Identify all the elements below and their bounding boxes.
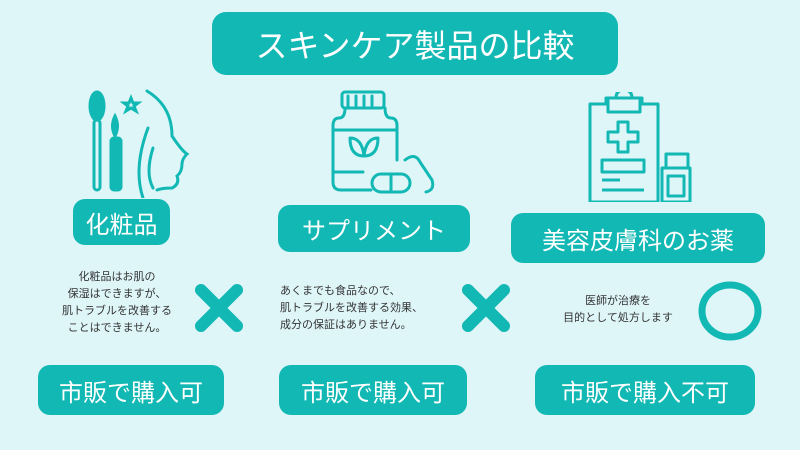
desc-line: 肌トラブルを改善する効果、 bbox=[280, 301, 423, 314]
cross-icon bbox=[462, 284, 510, 332]
desc-line: 目的として処方します bbox=[563, 311, 673, 324]
desc-line: ことはできません。 bbox=[67, 321, 167, 334]
desc-line: 肌トラブルを改善する bbox=[62, 304, 172, 317]
medical-clipboard-icon bbox=[588, 92, 692, 202]
category-label-dermatology-medicine: 美容皮膚科のお薬 bbox=[511, 213, 765, 263]
availability-dermatology: 市販で購入不可 bbox=[535, 365, 755, 415]
desc-line: 化粧品はお肌の bbox=[78, 270, 156, 283]
category-label-supplements: サプリメント bbox=[278, 205, 470, 252]
availability-supplements: 市販で購入可 bbox=[279, 365, 467, 415]
supplement-bottle-icon bbox=[331, 90, 435, 194]
makeup-face-icon bbox=[88, 89, 190, 198]
description-cosmetics: 化粧品はお肌の 保湿はできますが、 肌トラブルを改善する ことはできません。 bbox=[52, 268, 182, 336]
desc-line: あくまでも食品なので、 bbox=[280, 284, 401, 297]
description-dermatology: 医師が治療を 目的として処方します bbox=[548, 292, 688, 326]
description-supplements: あくまでも食品なので、 肌トラブルを改善する効果、 成分の保証はありません。 bbox=[280, 282, 423, 333]
availability-cosmetics: 市販で購入可 bbox=[38, 365, 224, 415]
category-label-cosmetics: 化粧品 bbox=[73, 199, 170, 245]
cross-icon bbox=[195, 284, 243, 332]
desc-line: 成分の保証はありません。 bbox=[280, 318, 412, 331]
desc-line: 保湿はできますが、 bbox=[67, 287, 167, 300]
page-title: スキンケア製品の比較 bbox=[212, 12, 618, 75]
circle-icon bbox=[698, 281, 762, 341]
desc-line: 医師が治療を bbox=[585, 294, 651, 307]
